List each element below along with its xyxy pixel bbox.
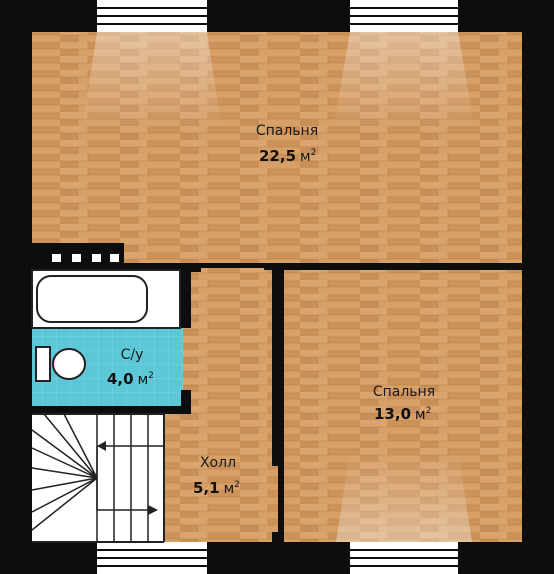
vent bbox=[52, 254, 61, 262]
wall-bath-right bbox=[124, 263, 201, 272]
wall-vertical-stub bbox=[272, 532, 280, 544]
vent bbox=[92, 254, 101, 262]
bedroom-large-label: Спальня bbox=[256, 123, 318, 139]
wall-bath-side-bottom bbox=[181, 390, 191, 408]
wall-vertical bbox=[272, 270, 282, 466]
toilet-icon bbox=[35, 346, 86, 382]
light-beam bbox=[333, 32, 475, 130]
light-beam bbox=[82, 32, 222, 130]
window-top-left bbox=[97, 0, 207, 32]
window-bottom-right bbox=[350, 542, 458, 574]
wall-bath-side-top bbox=[181, 270, 191, 328]
bathtub-icon bbox=[31, 269, 181, 329]
vent bbox=[110, 254, 119, 262]
stair-arrow-icon bbox=[148, 505, 158, 515]
hall-label: Холл bbox=[200, 455, 236, 471]
wall-bath-bottom bbox=[32, 406, 191, 414]
window-bottom-left bbox=[97, 542, 207, 574]
bedroom-small-label: Спальня bbox=[373, 384, 435, 400]
light-beam bbox=[336, 450, 472, 542]
stair-arrow-icon bbox=[97, 441, 106, 451]
wall-horizontal-right bbox=[264, 263, 522, 270]
corridor-floor bbox=[190, 268, 280, 408]
bathroom-label: С/у bbox=[121, 347, 144, 363]
window-top-right bbox=[350, 0, 458, 32]
vent bbox=[72, 254, 81, 262]
staircase-icon bbox=[31, 413, 165, 543]
